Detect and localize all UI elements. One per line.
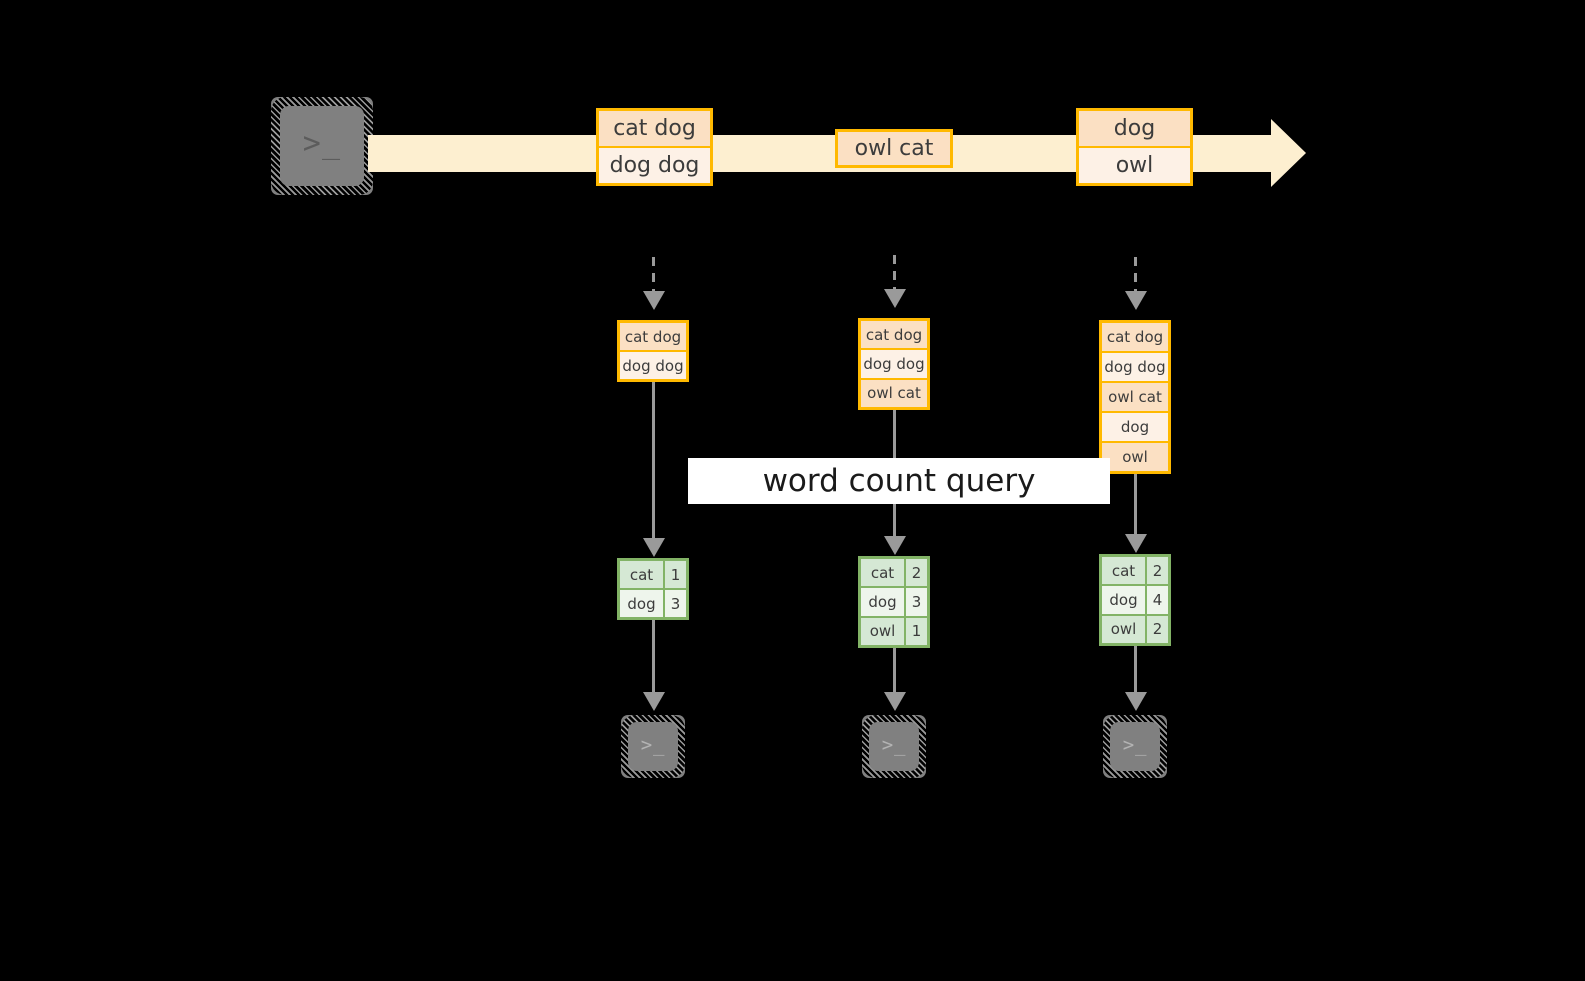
stream-to-snapshot-line-2 bbox=[893, 255, 896, 291]
table-cell-word: owl bbox=[861, 617, 906, 645]
table-cell-count: 3 bbox=[906, 588, 927, 616]
table-row: dog 4 bbox=[1102, 584, 1168, 614]
terminal-prompt-glyph: >_ bbox=[640, 733, 666, 756]
table-cell-word: cat bbox=[861, 559, 906, 587]
terminal-body: >_ bbox=[628, 722, 678, 771]
sink-terminal-icon-3: >_ bbox=[1100, 712, 1170, 781]
table-cell-word: dog bbox=[620, 590, 665, 617]
result-table-2: cat 2 dog 3 owl 1 bbox=[858, 556, 930, 648]
table-cell-count: 2 bbox=[906, 559, 927, 587]
snapshot-2: cat dog dog dog owl cat bbox=[858, 318, 930, 410]
record-row: dog dog bbox=[599, 146, 710, 183]
table-row: cat 2 bbox=[861, 559, 927, 587]
table-row: cat 2 bbox=[1102, 557, 1168, 585]
terminal-prompt-glyph: >_ bbox=[1122, 733, 1148, 756]
table-cell-word: dog bbox=[861, 588, 906, 616]
result-to-sink-line-3 bbox=[1134, 646, 1137, 693]
stream-to-snapshot-line-1 bbox=[652, 257, 655, 293]
table-cell-count: 2 bbox=[1147, 557, 1168, 585]
record-row: dog dog bbox=[620, 350, 686, 379]
stream-to-snapshot-arrowhead-3 bbox=[1125, 291, 1147, 310]
record-row: dog bbox=[1079, 111, 1190, 146]
record-row: owl cat bbox=[1102, 381, 1168, 411]
source-terminal-icon: >_ bbox=[268, 94, 376, 198]
record-row: cat dog bbox=[620, 323, 686, 350]
terminal-body: >_ bbox=[280, 106, 364, 186]
snapshot-to-result-arrowhead-1 bbox=[643, 538, 665, 557]
table-row: dog 3 bbox=[861, 586, 927, 616]
table-row: owl 2 bbox=[1102, 613, 1168, 643]
record-row: owl bbox=[1079, 146, 1190, 183]
table-cell-count: 1 bbox=[906, 617, 927, 645]
snapshot-to-result-arrowhead-3 bbox=[1125, 534, 1147, 553]
record-row: owl bbox=[1102, 441, 1168, 471]
result-to-sink-line-1 bbox=[652, 620, 655, 693]
result-to-sink-arrowhead-3 bbox=[1125, 692, 1147, 711]
stream-event-1: cat dog dog dog bbox=[596, 108, 713, 186]
table-cell-count: 4 bbox=[1147, 586, 1168, 614]
stream-event-3: dog owl bbox=[1076, 108, 1193, 186]
result-to-sink-arrowhead-1 bbox=[643, 692, 665, 711]
table-row: cat 1 bbox=[620, 561, 686, 588]
terminal-prompt-glyph: >_ bbox=[302, 126, 342, 162]
snapshot-to-result-line-3 bbox=[1134, 474, 1137, 535]
record-row: owl cat bbox=[838, 132, 950, 165]
table-cell-count: 2 bbox=[1147, 615, 1168, 643]
terminal-body: >_ bbox=[1110, 722, 1160, 771]
record-row: cat dog bbox=[1102, 323, 1168, 351]
record-row: cat dog bbox=[599, 111, 710, 146]
table-cell-count: 1 bbox=[665, 561, 686, 588]
stream-event-2: owl cat bbox=[835, 129, 953, 168]
table-cell-word: cat bbox=[620, 561, 665, 588]
query-label: word count query bbox=[688, 458, 1110, 504]
terminal-prompt-glyph: >_ bbox=[881, 733, 907, 756]
terminal-body: >_ bbox=[869, 722, 919, 771]
result-to-sink-arrowhead-2 bbox=[884, 692, 906, 711]
sink-terminal-icon-2: >_ bbox=[859, 712, 929, 781]
record-row: dog dog bbox=[861, 348, 927, 378]
record-row: dog bbox=[1102, 411, 1168, 441]
sink-terminal-icon-1: >_ bbox=[618, 712, 688, 781]
table-cell-count: 3 bbox=[665, 590, 686, 617]
table-cell-word: dog bbox=[1102, 586, 1147, 614]
snapshot-3: cat dog dog dog owl cat dog owl bbox=[1099, 320, 1171, 474]
table-row: dog 3 bbox=[620, 588, 686, 617]
table-cell-word: cat bbox=[1102, 557, 1147, 585]
snapshot-to-result-arrowhead-2 bbox=[884, 536, 906, 555]
record-row: dog dog bbox=[1102, 351, 1168, 381]
stream-to-snapshot-arrowhead-2 bbox=[884, 289, 906, 308]
record-row: owl cat bbox=[861, 377, 927, 407]
result-to-sink-line-2 bbox=[893, 648, 896, 693]
record-row: cat dog bbox=[861, 321, 927, 349]
snapshot-to-result-line-1 bbox=[652, 382, 655, 539]
table-cell-word: owl bbox=[1102, 615, 1147, 643]
result-table-1: cat 1 dog 3 bbox=[617, 558, 689, 620]
stream-arrow-head bbox=[1271, 119, 1306, 187]
snapshot-1: cat dog dog dog bbox=[617, 320, 689, 382]
result-table-3: cat 2 dog 4 owl 2 bbox=[1099, 554, 1171, 646]
stream-to-snapshot-arrowhead-1 bbox=[643, 291, 665, 310]
stream-to-snapshot-line-3 bbox=[1134, 257, 1137, 293]
table-row: owl 1 bbox=[861, 615, 927, 645]
